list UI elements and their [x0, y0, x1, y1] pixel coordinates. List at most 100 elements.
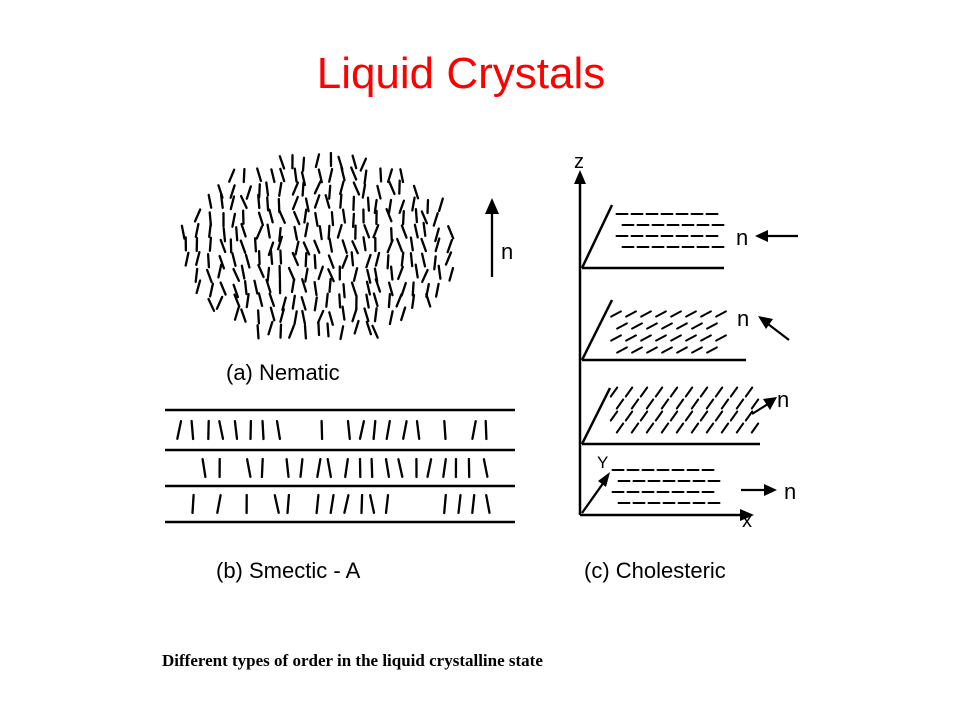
nematic-molecule — [328, 237, 334, 253]
smectic-molecule — [315, 493, 320, 515]
cholesteric-panel — [609, 213, 760, 504]
nematic-molecule — [265, 181, 270, 197]
nematic-molecule — [256, 167, 263, 183]
smectic-molecule — [471, 493, 476, 515]
nematic-molecule — [278, 226, 282, 243]
nematic-molecule — [330, 210, 335, 227]
nematic-molecule — [388, 310, 394, 326]
nematic-molecule — [267, 241, 275, 257]
nematic-molecule — [269, 306, 276, 322]
nematic-molecule — [412, 184, 420, 200]
nematic-molecule — [353, 319, 360, 335]
cholesteric-molecule — [706, 346, 718, 354]
cholesteric-molecule — [684, 386, 694, 398]
nematic-molecule — [379, 167, 383, 183]
nematic-molecule — [324, 194, 331, 209]
nematic-molecule — [245, 185, 252, 200]
nematic-molecule — [401, 210, 405, 226]
cholesteric-molecule — [699, 386, 709, 398]
cholesteric-molecule — [655, 310, 667, 318]
smectic-molecule — [326, 457, 333, 479]
nematic-molecule — [218, 254, 226, 270]
nematic-molecule — [327, 254, 335, 269]
cholesteric-molecule — [669, 410, 679, 422]
nematic-molecule — [414, 263, 419, 279]
nematic-molecule — [303, 208, 308, 224]
nematic-molecule — [219, 281, 227, 296]
nematic-molecule — [302, 241, 311, 256]
nematic-molecule — [278, 209, 286, 224]
cholesteric-molecule — [715, 334, 727, 342]
cholesteric-molecule — [645, 398, 655, 410]
nematic-molecule — [256, 309, 261, 325]
cholesteric-molecule — [691, 346, 703, 354]
nematic-molecule — [386, 238, 394, 254]
nematic-molecule — [229, 195, 236, 211]
smectic-molecule — [358, 420, 366, 440]
nematic-molecule — [207, 297, 216, 312]
nematic-molecule — [253, 237, 258, 253]
nematic-molecule — [245, 293, 250, 309]
nematic-molecule — [420, 210, 429, 225]
nematic-molecule — [365, 253, 372, 269]
nematic-molecule — [228, 168, 236, 183]
smectic-molecule — [384, 457, 391, 479]
nematic-molecule — [351, 154, 358, 170]
cholesteric-molecule — [660, 398, 670, 410]
nematic-molecule — [300, 296, 307, 311]
cholesteric-molecule — [630, 422, 640, 434]
cholesteric-molecule — [609, 386, 619, 398]
nematic-molecule — [414, 208, 419, 224]
cholesteric-molecule — [720, 398, 730, 410]
nematic-molecule — [208, 236, 213, 252]
smectic-molecule — [261, 419, 265, 441]
cholesteric-molecule — [640, 334, 652, 342]
smectic-molecule — [344, 457, 349, 479]
nematic-molecule — [266, 196, 270, 212]
nematic-molecule — [317, 320, 321, 337]
nematic-molecule — [287, 266, 296, 282]
nematic-molecule — [215, 295, 224, 310]
axis-z-label: z — [574, 151, 584, 173]
nematic-molecule — [341, 239, 348, 254]
cholesteric-molecule — [675, 422, 685, 434]
nematic-molecule — [325, 292, 329, 308]
nematic-molecule — [256, 324, 260, 340]
smectic-molecule — [245, 458, 252, 478]
cholesteric-molecule — [720, 422, 730, 434]
cholesteric-molecule — [669, 386, 679, 398]
nematic-molecule — [400, 281, 407, 297]
director-arrow-2 — [758, 316, 790, 341]
nematic-molecule — [219, 193, 224, 209]
cholesteric-planes — [580, 204, 760, 446]
nematic-molecule — [313, 194, 321, 209]
nematic-molecule — [341, 208, 347, 224]
smectic-molecule — [191, 493, 195, 515]
cholesteric-molecule — [690, 398, 700, 410]
smectic-molecule — [442, 457, 447, 479]
nematic-molecule — [314, 211, 319, 227]
smectic-molecule — [443, 493, 447, 515]
nematic-molecule — [359, 157, 368, 172]
cholesteric-molecule — [660, 422, 670, 434]
nematic-molecule — [281, 296, 287, 312]
nematic-molecule — [219, 238, 227, 254]
nematic-panel — [180, 151, 455, 341]
smectic-molecule — [218, 420, 225, 440]
nematic-molecule — [301, 309, 307, 325]
nematic-molecule — [425, 292, 432, 308]
nematic-molecule — [291, 294, 296, 310]
nematic-molecule — [231, 212, 237, 228]
nematic-molecule — [432, 212, 439, 227]
cholesteric-molecule — [670, 310, 682, 318]
nematic-molecule — [291, 181, 300, 196]
smectic-molecule — [346, 419, 351, 441]
nematic-molecule — [313, 254, 317, 270]
nematic-molecule — [374, 278, 382, 293]
nematic-molecule — [399, 168, 405, 184]
smectic-molecule — [329, 493, 335, 515]
director-label-4: n — [784, 479, 796, 504]
nematic-molecule — [339, 325, 345, 341]
smectic-molecule — [299, 457, 304, 479]
nematic-molecule — [336, 223, 343, 239]
